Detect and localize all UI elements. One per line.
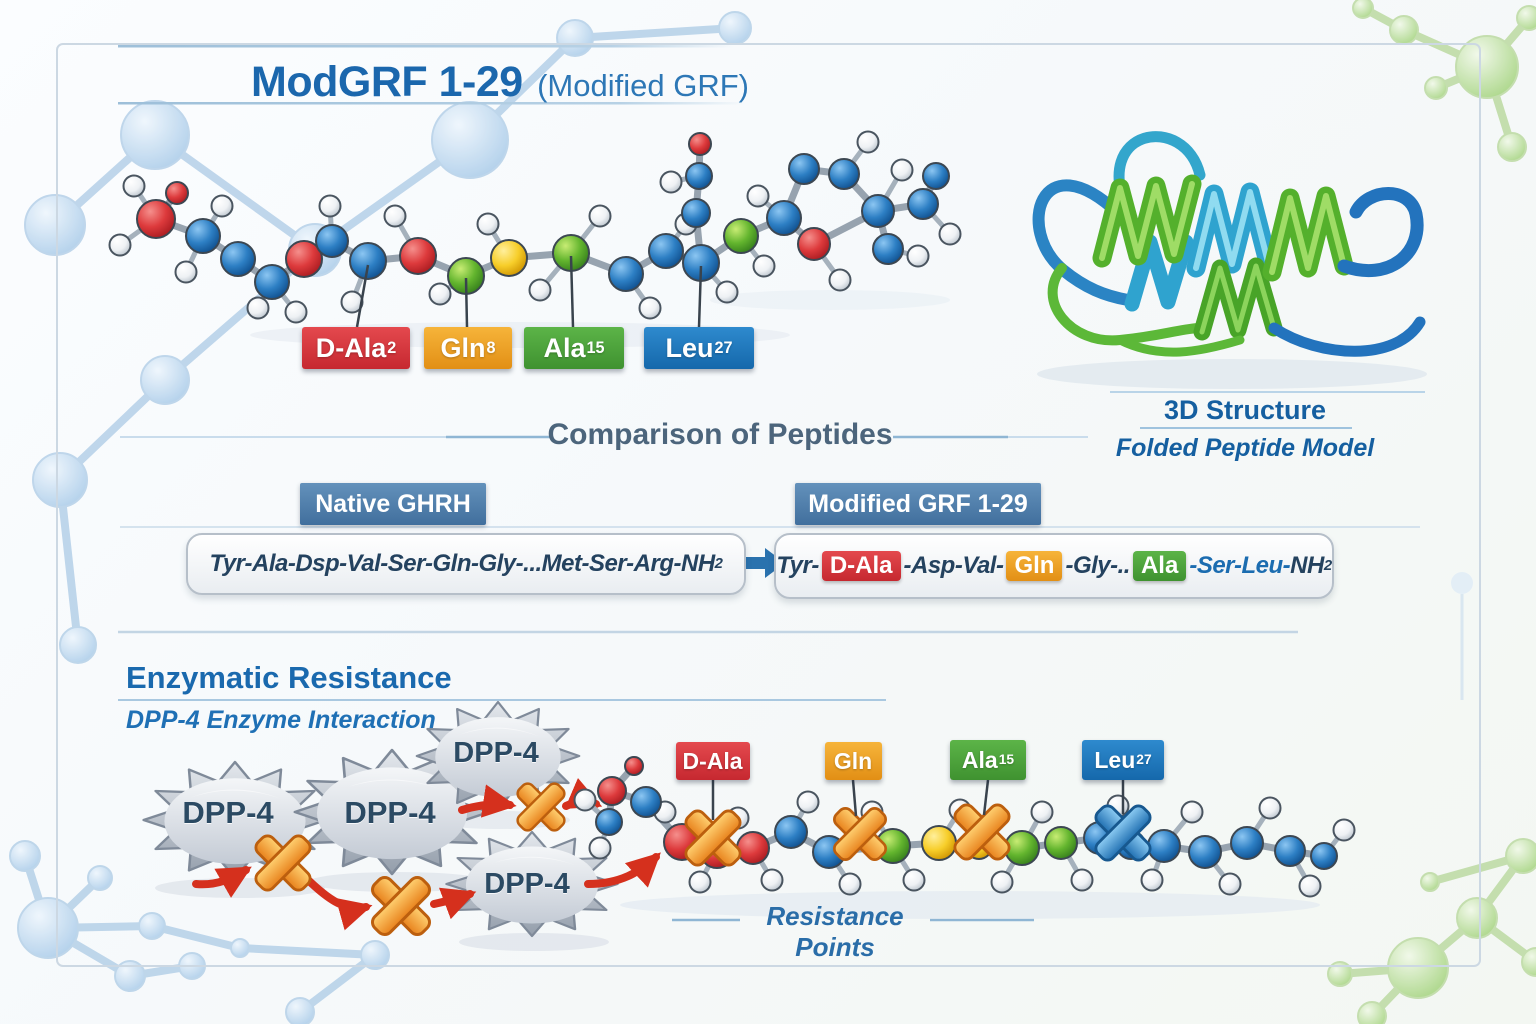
- residue-label: D-Ala: [315, 332, 387, 363]
- frame-border: [56, 43, 1481, 967]
- enzymatic-resistance-title: Enzymatic Resistance: [126, 660, 452, 695]
- structure-3d-subtitle: Folded Peptide Model: [1115, 434, 1375, 462]
- seq-segment: -Gly-..: [1065, 552, 1130, 579]
- dot-stem-decoration: [1451, 572, 1473, 700]
- enzyme-label-4: DPP-4: [484, 867, 570, 900]
- seq-chip-gln: Gln: [1006, 551, 1063, 581]
- seq-segment: -Asp-Val-: [903, 552, 1004, 579]
- ribbon-3d-structure: [1032, 131, 1427, 389]
- seq-chip-dala: D-Ala: [821, 551, 901, 581]
- residue-label: Ala: [961, 746, 998, 773]
- divider-lines: [118, 45, 1425, 922]
- residue-label: D-Ala: [682, 747, 743, 774]
- amide-subscript: 2: [1323, 558, 1332, 574]
- comparison-title: Comparison of Peptides: [547, 418, 893, 451]
- structure-3d-title: 3D Structure: [1163, 395, 1327, 425]
- residue-label: Gln: [833, 747, 873, 774]
- modified-grf-header: Modified GRF 1-29: [795, 483, 1041, 525]
- native-sequence: Tyr-Ala-Dsp-Val-Ser-Gln-Gly-...Met-Ser-A…: [209, 550, 682, 577]
- resistance-points-caption: Resistance Points: [766, 901, 904, 962]
- residue-label: Ala: [543, 332, 586, 363]
- page-title: ModGRF 1-29 (Modified GRF): [130, 58, 870, 107]
- chain-shadow-top2: [710, 290, 950, 310]
- amide-group: NH: [680, 550, 715, 577]
- dpp4-interaction-subtitle: DPP-4 Enzyme Interaction: [126, 706, 436, 734]
- molecule-decoration-corners: [9, 0, 1536, 1024]
- enzyme-label-3: DPP-4: [453, 736, 539, 769]
- resistance-badge-gln: Gln: [825, 742, 882, 780]
- native-ghrh-header: Native GHRH: [300, 483, 486, 525]
- residue-label: Leu: [1094, 746, 1136, 773]
- modified-sequence-pill: Tyr-D-Ala-Asp-Val-Gln-Gly-..Ala-Ser-Leu-…: [774, 533, 1334, 599]
- resistance-badge-dala: D-Ala: [676, 742, 750, 780]
- seq-segment: Tyr-: [776, 552, 819, 579]
- residue-label: Leu: [665, 332, 714, 363]
- title-note: (Modified GRF): [537, 68, 749, 103]
- residue-label: Gln: [440, 332, 486, 363]
- leader-lines: [355, 255, 1125, 820]
- title-main: ModGRF 1-29: [251, 58, 523, 106]
- molecule-chain-top: [108, 130, 962, 324]
- amide-group: NH: [1290, 552, 1324, 579]
- native-sequence-pill: Tyr-Ala-Dsp-Val-Ser-Gln-Gly-...Met-Ser-A…: [186, 533, 746, 595]
- chain-shadow-bottom: [620, 891, 1320, 919]
- seq-chip-ala: Ala: [1132, 551, 1187, 581]
- seq-segment: -Ser-Leu-: [1189, 552, 1291, 579]
- enzyme-label-1: DPP-4: [182, 795, 274, 830]
- amide-subscript: 2: [714, 556, 723, 572]
- enzyme-label-2: DPP-4: [344, 795, 436, 830]
